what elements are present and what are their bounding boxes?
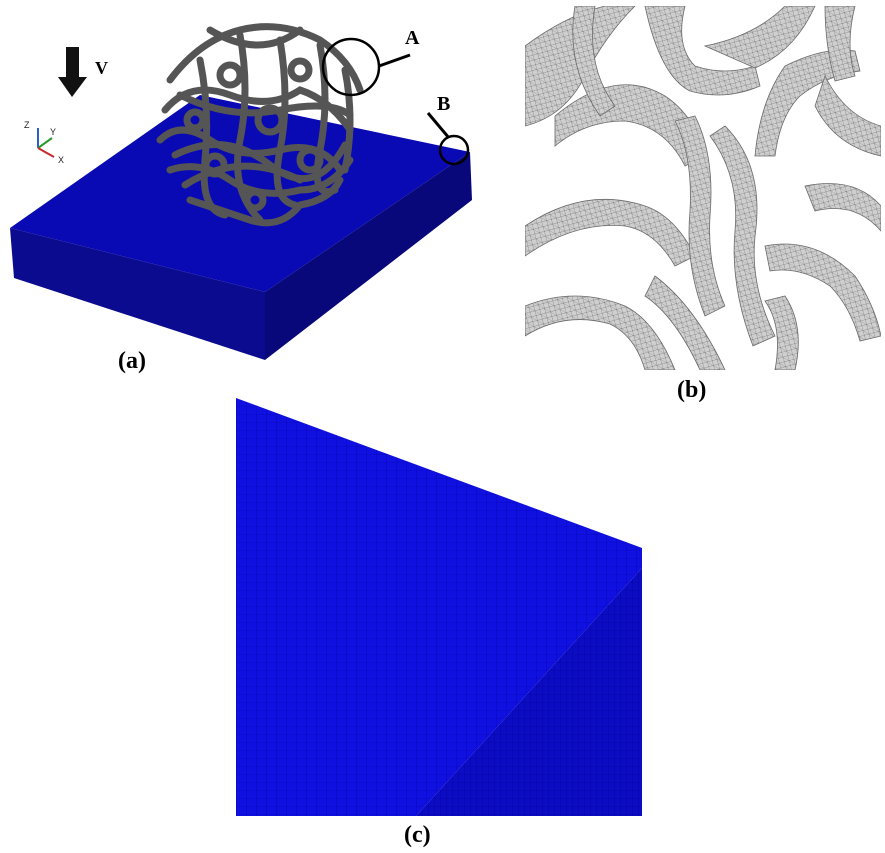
caption-c: (c) xyxy=(404,822,431,848)
plate-front-face xyxy=(10,228,265,360)
panel-c-figure xyxy=(236,398,642,816)
caption-b: (b) xyxy=(677,377,707,403)
panel-a: Z Y X xyxy=(0,0,520,390)
callout-a-label: A xyxy=(405,27,420,49)
coordinate-triad-icon xyxy=(37,128,55,158)
callout-a-circle xyxy=(321,37,381,97)
callout-b-leader xyxy=(426,112,451,139)
plate-corner-front-face xyxy=(236,398,642,816)
panel-b-figure xyxy=(524,5,882,371)
triad-z-label: Z xyxy=(24,120,30,130)
panel-b xyxy=(524,5,882,371)
panel-c xyxy=(236,398,642,816)
panel-a-figure: Z Y X xyxy=(10,23,472,360)
triad-x-label: X xyxy=(58,155,64,165)
velocity-arrow-icon xyxy=(58,47,87,97)
callout-a-leader xyxy=(378,53,411,68)
callout-b-circle xyxy=(438,134,470,166)
triad-y-label: Y xyxy=(50,127,56,137)
callout-b-label: B xyxy=(437,93,451,115)
plate-side-face xyxy=(265,152,472,360)
meshed-foam-struts xyxy=(524,5,882,371)
caption-a: (a) xyxy=(118,348,146,374)
plate-corner-side-face xyxy=(416,548,642,816)
velocity-label: V xyxy=(95,58,108,78)
